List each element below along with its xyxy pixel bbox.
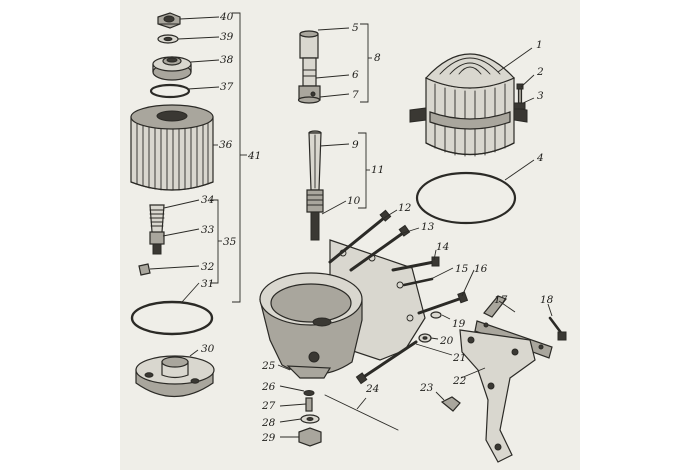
seal-part-38: [152, 56, 192, 81]
bolt-part-2: [516, 83, 524, 104]
callout-7: 7: [352, 89, 359, 101]
callout-25: 25: [261, 360, 276, 372]
callout-2: 2: [536, 66, 544, 78]
callout-8: 8: [374, 52, 381, 64]
nut-part-29: [298, 427, 322, 447]
callout-22: 22: [452, 375, 467, 387]
callout-11: 11: [371, 164, 384, 176]
wing-nut-part-23: [440, 396, 461, 412]
callout-14: 14: [436, 241, 449, 253]
callout-6: 6: [352, 69, 359, 81]
collar-part-7: [297, 85, 321, 104]
callout-16: 16: [474, 263, 488, 275]
callout-17: 17: [494, 294, 508, 306]
cap-housing-part-1: [409, 53, 528, 157]
callout-39: 39: [220, 31, 234, 43]
washer-part-19: [430, 311, 442, 319]
callout-9: 9: [352, 139, 359, 151]
bracket-part-22: [459, 329, 536, 463]
callout-23: 23: [419, 382, 434, 394]
callout-41: 41: [247, 150, 261, 162]
callout-33: 33: [201, 224, 215, 236]
callout-40: 40: [219, 11, 234, 23]
bolt-part-21: [355, 340, 418, 385]
gasket-part-4: [415, 171, 517, 225]
callout-19: 19: [452, 318, 466, 330]
filter-housing-part-25: [259, 239, 426, 379]
threaded-fitting-part-10: [306, 189, 324, 241]
callout-1: 1: [536, 39, 543, 51]
plug-part-26: [303, 390, 315, 396]
callout-34: 34: [201, 194, 214, 206]
nut-part-3: [513, 102, 526, 110]
callout-18: 18: [540, 294, 554, 306]
washer-part-39: [157, 34, 179, 44]
callout-13: 13: [421, 221, 435, 233]
o-ring-part-37: [149, 83, 191, 99]
o-ring-part-31: [130, 300, 214, 336]
callout-35: 35: [223, 236, 237, 248]
leader-lines: [149, 12, 553, 438]
callout-32: 32: [201, 261, 215, 273]
callout-12: 12: [398, 202, 412, 214]
callout-30: 30: [201, 343, 215, 355]
callout-38: 38: [220, 54, 234, 66]
washer-part-20: [418, 333, 432, 343]
callout-28: 28: [261, 417, 276, 429]
callout-27: 27: [261, 400, 276, 412]
shaft-part-9: [308, 130, 322, 191]
bolt-part-18: [548, 316, 567, 341]
callout-numbers: 1 2 3 4 5 6 7 8 9 10 11 12 13 14 15 16 1…: [201, 11, 554, 444]
plug-part-32: [138, 263, 151, 276]
callout-20: 20: [439, 335, 454, 347]
bolt-part-15: [402, 277, 434, 287]
callout-3: 3: [537, 90, 544, 102]
sleeve-part-6: [302, 57, 317, 87]
callout-29: 29: [261, 432, 276, 444]
callout-24: 24: [365, 383, 379, 395]
callout-21: 21: [452, 352, 466, 364]
stem-part-27: [305, 397, 313, 412]
wire-part-24: [324, 394, 399, 431]
pin-part-5: [299, 30, 319, 59]
bolt-part-14: [391, 256, 440, 272]
nut-part-40: [157, 12, 181, 29]
washer-part-28: [300, 414, 320, 424]
callout-15: 15: [455, 263, 469, 275]
callout-5: 5: [352, 22, 359, 34]
callout-31: 31: [201, 278, 214, 290]
callout-4: 4: [536, 152, 544, 164]
callout-36: 36: [219, 139, 233, 151]
bolt-part-13: [349, 224, 411, 272]
callout-10: 10: [347, 195, 361, 207]
callout-26: 26: [261, 381, 276, 393]
bolt-part-12: [328, 209, 392, 264]
cover-part-30: [135, 355, 215, 398]
callout-37: 37: [220, 81, 234, 93]
bolt-part-16: [417, 291, 469, 315]
filter-element-part-36: [130, 104, 214, 191]
valve-body-part-33-34: [149, 204, 165, 255]
